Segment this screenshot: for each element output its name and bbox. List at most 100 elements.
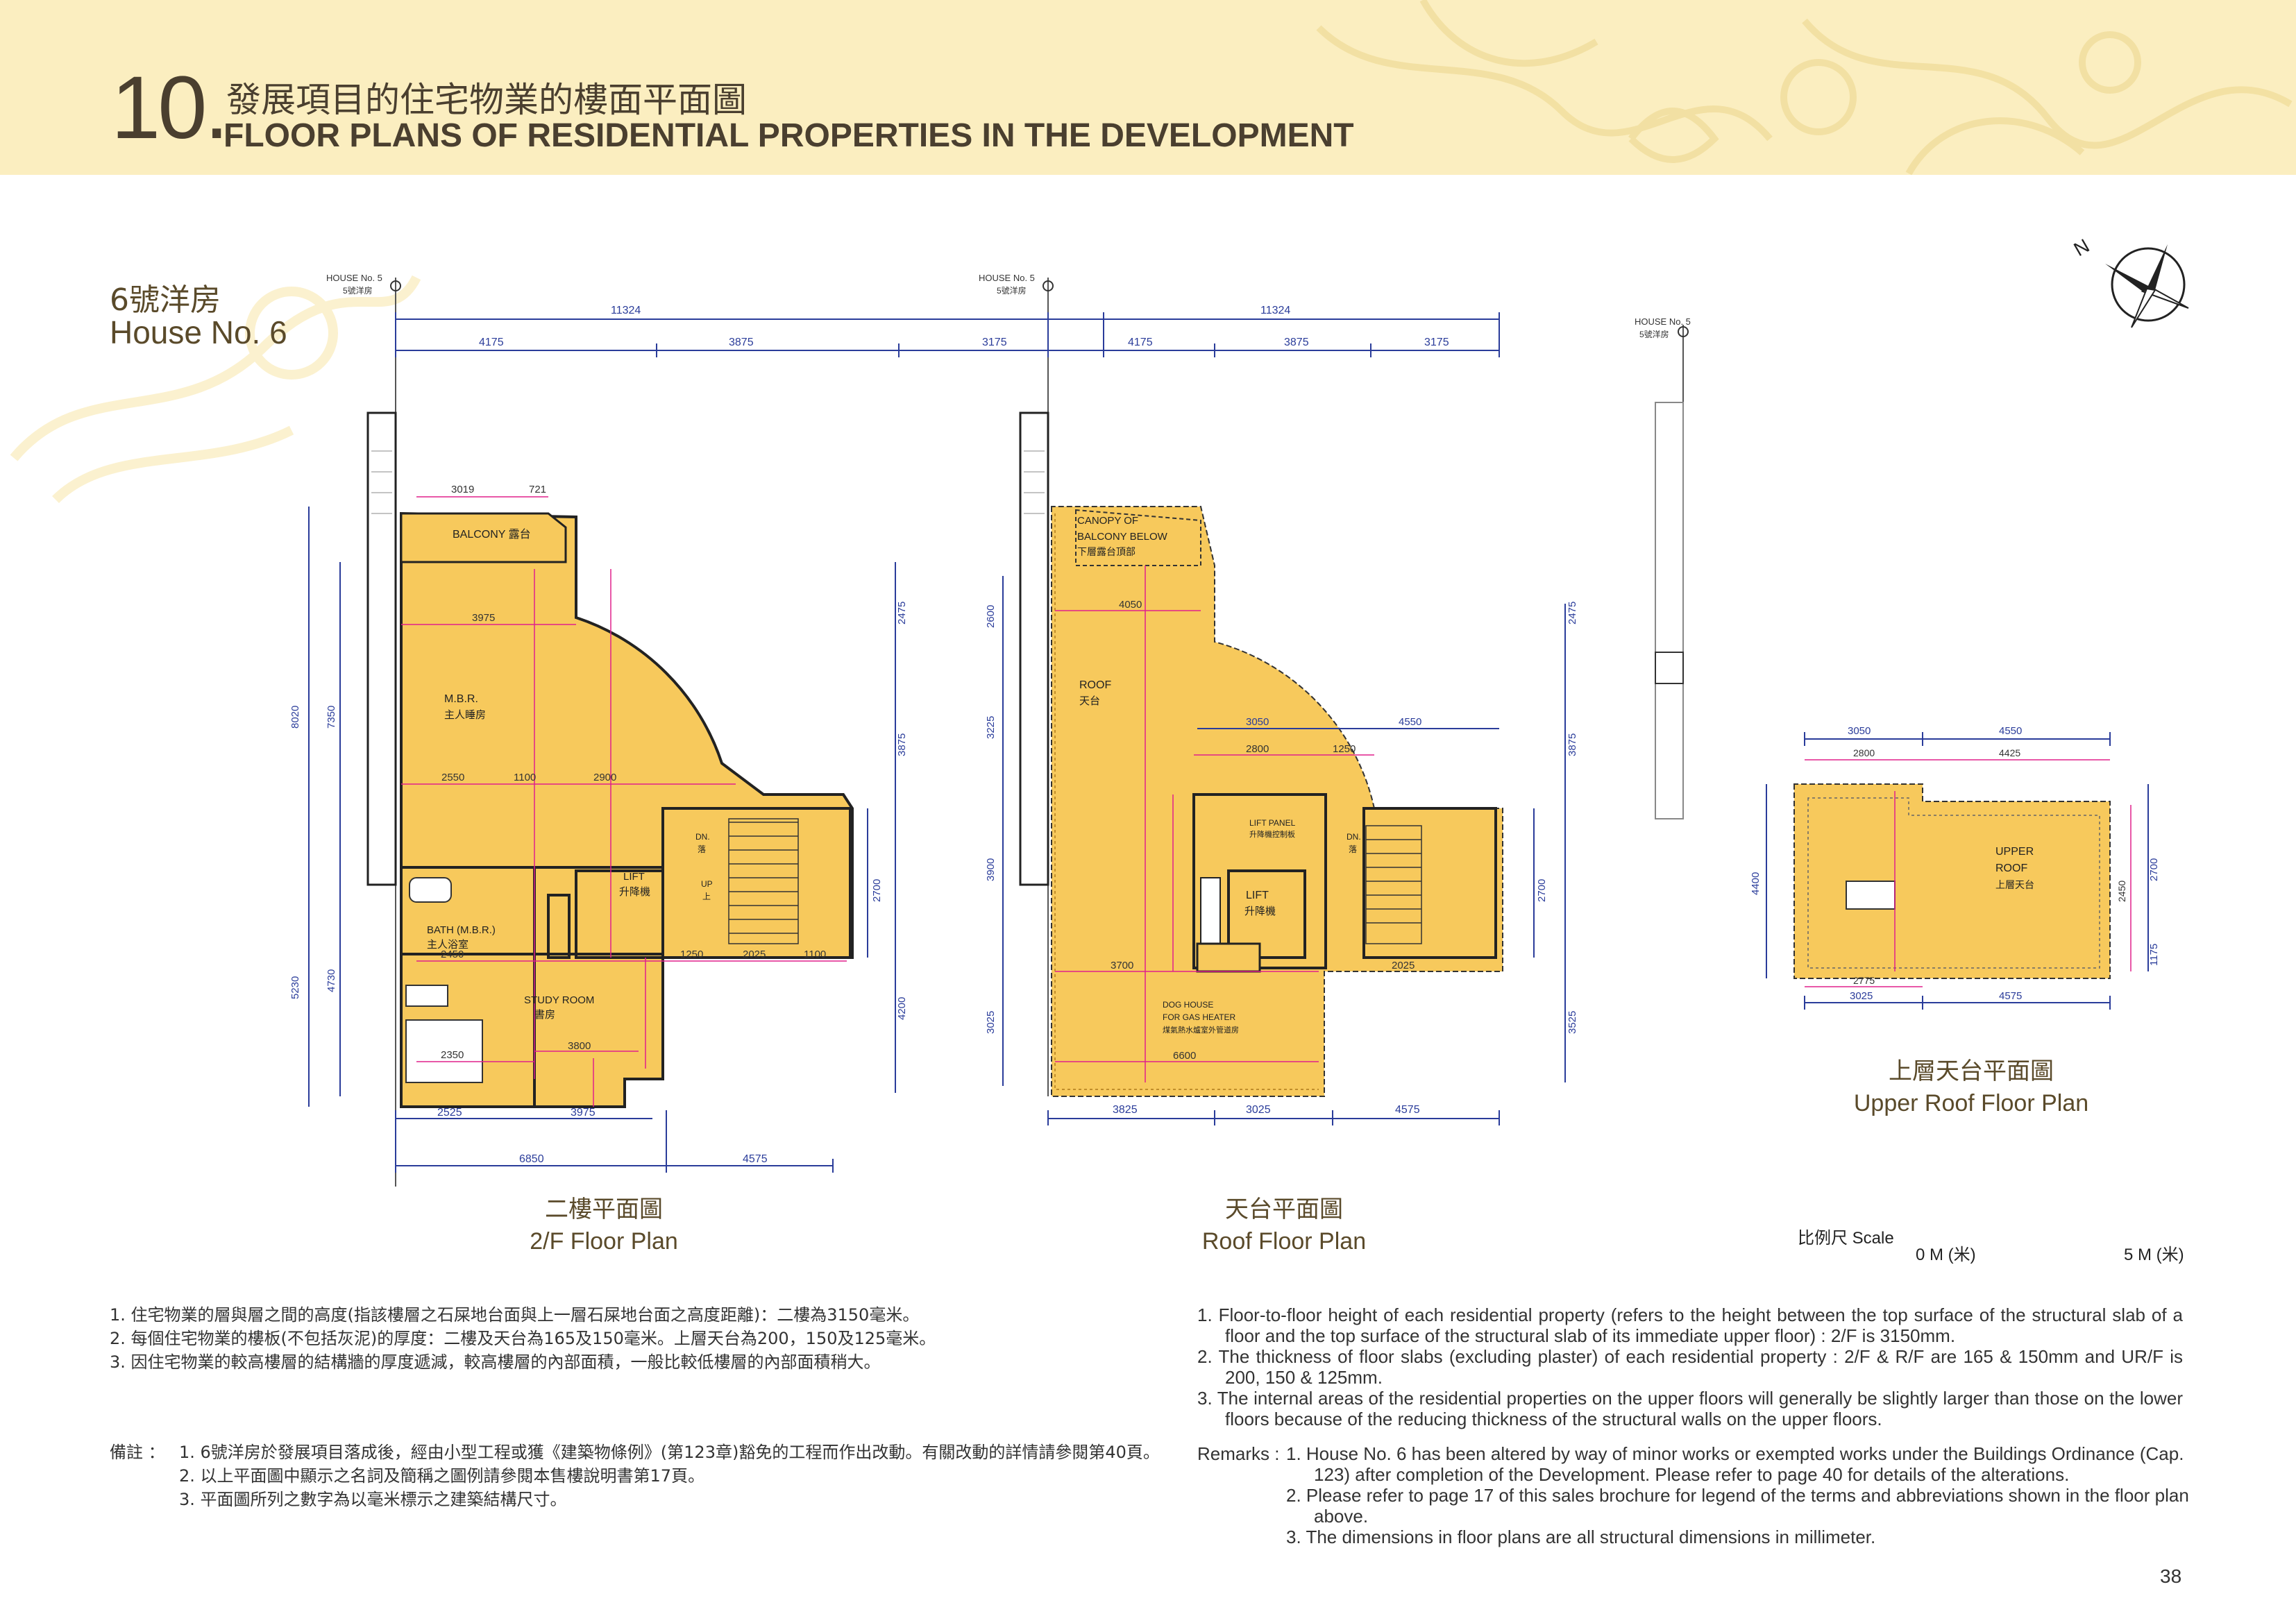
remarks-zh-label: 備註 ：	[110, 1443, 165, 1462]
remark-zh-2: 2. 以上平面圖中顯示之名詞及簡稱之圖例請參閱本售樓說明書第17頁。	[179, 1466, 705, 1486]
dim-total-top: 11324	[611, 305, 641, 316]
dog-house-2: FOR GAS HEATER	[1163, 1012, 1235, 1022]
dim-3700: 3700	[1111, 960, 1133, 971]
house-title-zh: 6號洋房	[110, 282, 221, 318]
dim-8020: 8020	[289, 706, 301, 729]
scale-start: 0 M (米)	[1916, 1246, 1976, 1264]
canopy-label-zh: 下層露台頂部	[1077, 546, 1136, 557]
dim-total-top: 11324	[1260, 305, 1290, 316]
ref-label-zh: 5號洋房	[997, 285, 1027, 296]
ref-label-zh: 5號洋房	[343, 285, 373, 296]
room-bath-zh: 主人浴室	[427, 939, 469, 951]
note-en-1: 1. Floor-to-floor height of each residen…	[1197, 1305, 2183, 1346]
page-number: 38	[2160, 1565, 2182, 1587]
dim-bottom-2: 3025	[1246, 1104, 1271, 1116]
dim-bottom-2: 3025	[1850, 990, 1873, 1002]
caption-2f: 二樓平面圖 2/F Floor Plan	[444, 1190, 763, 1255]
room-lift-zh: 升降機	[619, 886, 650, 898]
scale-end: 5 M (米)	[2124, 1246, 2184, 1264]
scale-label-en: Scale	[1852, 1229, 1894, 1248]
page-header: 10. 發展項目的住宅物業的樓面平面圖 FLOOR PLANS OF RESID…	[0, 0, 2296, 175]
dim-5230: 5230	[289, 976, 301, 999]
dim-4400: 4400	[1750, 872, 1762, 895]
room-mbr-zh: 主人睡房	[444, 709, 486, 721]
upper-roof-label-1: UPPER	[1995, 846, 2034, 858]
canopy-label-2: BALCONY BELOW	[1077, 531, 1168, 543]
stair-dn-zh: 落	[698, 844, 706, 854]
dim-bottom-3: 6850	[519, 1153, 544, 1165]
room-roof-zh: 天台	[1079, 695, 1100, 707]
floor-plan-roof: HOUSE No. 5 5號洋房 11324 4175 3875 3175	[979, 273, 1578, 1125]
floor-plan-upper-roof: HOUSE No. 5 5號洋房 3050 4550 3025 4575 440…	[1635, 316, 2160, 1010]
note-zh-3: 3. 因住宅物業的較高樓層的結構牆的厚度遞減，較高樓層的內部面積，一般比較低樓層…	[110, 1352, 881, 1372]
dim-2025: 2025	[743, 949, 766, 960]
dim-2475: 2475	[1567, 602, 1578, 624]
dim-4550: 4550	[1399, 716, 1421, 728]
dim-2025: 2025	[1392, 960, 1415, 971]
note-zh-1: 1. 住宅物業的層與層之間的高度(指該樓層之石屎地台面與上一層石屎地台面之高度距…	[110, 1305, 920, 1325]
caption-upper-roof-en: Upper Roof Floor Plan	[1853, 1090, 2089, 1116]
lift-panel-zh: 升降機控制板	[1249, 829, 1295, 839]
caption-roof: 天台平面圖 Roof Floor Plan	[1124, 1190, 1444, 1255]
dim-4425: 4425	[1999, 747, 2020, 758]
dim-top-1: 3050	[1848, 725, 1871, 737]
svg-text:3019: 3019	[451, 484, 474, 495]
caption-roof-zh: 天台平面圖	[1225, 1196, 1343, 1223]
north-arrow-icon: N	[2070, 235, 2189, 328]
scale-label: 比例尺 Scale	[1798, 1224, 1894, 1248]
dim-top-2: 4550	[1999, 725, 2022, 737]
dim-top-3: 3175	[982, 337, 1007, 348]
dim-3875: 3875	[1567, 733, 1578, 756]
room-lift-en: LIFT	[1246, 890, 1269, 901]
dim-3225: 3225	[985, 716, 997, 739]
caption-roof-en: Roof Floor Plan	[1201, 1228, 1367, 1255]
note-en-3: 3. The internal areas of the residential…	[1197, 1388, 2183, 1429]
remark-en-3: 3. The dimensions in floor plans are all…	[1286, 1527, 1876, 1547]
note-en-2: 2. The thickness of floor slabs (excludi…	[1197, 1346, 2183, 1388]
dim-bottom-3: 4575	[1999, 990, 2022, 1002]
dim-2550: 2550	[441, 772, 464, 783]
dim-7350: 7350	[326, 706, 337, 729]
dim-top-2: 3875	[1284, 337, 1309, 348]
dim-3900: 3900	[985, 858, 997, 881]
floor-plans-drawing: HOUSE No. 5 5號洋房 11324 4175 3875 3175	[289, 235, 2189, 1187]
dim-4730: 4730	[326, 969, 337, 992]
dim-2700: 2700	[1536, 879, 1548, 902]
dim-6600: 6600	[1173, 1050, 1196, 1062]
dim-top-2: 3875	[729, 337, 754, 348]
svg-text:N: N	[2070, 235, 2093, 260]
ref-label-en: HOUSE No. 5	[1635, 316, 1691, 327]
dim-2700: 2700	[871, 879, 883, 902]
dim-2900: 2900	[593, 772, 616, 783]
floral-ornament-icon	[1316, 0, 2293, 175]
stair-up-en: UP	[701, 879, 713, 889]
dim-3050: 3050	[1246, 716, 1269, 728]
remarks-en: Remarks : 1. House No. 6 has been altere…	[1197, 1443, 2190, 1547]
room-study-zh: 書房	[534, 1009, 555, 1021]
remarks-en-label: Remarks :	[1197, 1443, 1280, 1464]
ref-label-en: HOUSE No. 5	[326, 273, 382, 283]
dim-2450: 2450	[2116, 881, 2127, 902]
dim-4050: 4050	[1119, 599, 1142, 611]
svg-text:721: 721	[529, 484, 546, 495]
remark-zh-3: 3. 平面圖所列之數字為以毫米標示之建築結構尺寸。	[179, 1490, 567, 1509]
dim-2600: 2600	[985, 605, 997, 628]
remark-en-1: 1. House No. 6 has been altered by way o…	[1286, 1443, 2184, 1485]
dim-2350: 2350	[441, 1049, 464, 1061]
dim-top-3: 3175	[1424, 337, 1449, 348]
notes-zh: 1. 住宅物業的層與層之間的高度(指該樓層之石屎地台面與上一層石屎地台面之高度距…	[110, 1303, 1165, 1374]
caption-upper-roof: 上層天台平面圖 Upper Roof Floor Plan	[1791, 1052, 2152, 1117]
stair-dn-en: DN.	[695, 832, 710, 842]
dim-bottom-2: 3975	[571, 1107, 596, 1119]
caption-2f-zh: 二樓平面圖	[545, 1196, 663, 1223]
dog-house-1: DOG HOUSE	[1163, 1000, 1213, 1010]
dim-1175: 1175	[2148, 944, 2160, 966]
remark-en-2: 2. Please refer to page 17 of this sales…	[1286, 1485, 2189, 1527]
room-roof-en: ROOF	[1079, 679, 1111, 691]
note-zh-2: 2. 每個住宅物業的樓板(不包括灰泥)的厚度：二樓及天台為165及150毫米。上…	[110, 1329, 936, 1348]
room-mbr-en: M.B.R.	[444, 693, 478, 705]
scale-label-zh: 比例尺	[1798, 1228, 1848, 1248]
stair-dn-zh: 落	[1349, 844, 1357, 854]
canopy-label-1: CANOPY OF	[1077, 515, 1138, 527]
dim-bottom-3: 4575	[1395, 1104, 1420, 1116]
